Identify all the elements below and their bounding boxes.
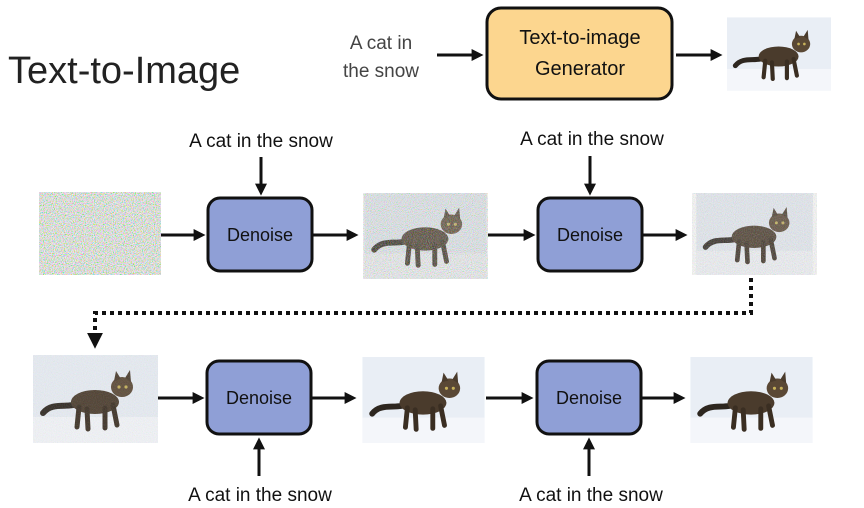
cleaner-cat-image: [362, 357, 484, 443]
noisy-cat-image-light: [33, 355, 158, 443]
generator-label-line2: Generator: [535, 58, 625, 80]
generator-label-line1: Text-to-image: [519, 27, 640, 49]
dotted-continuation-arrow: [87, 278, 753, 349]
page-title: Text-to-Image: [8, 50, 240, 92]
denoise-label-3: Denoise: [226, 388, 292, 408]
denoise-label-2: Denoise: [557, 225, 623, 245]
row2-prompt-b: A cat in the snow: [519, 485, 663, 506]
row1-prompt-a: A cat in the snow: [189, 131, 333, 152]
row1-prompt-b: A cat in the snow: [520, 129, 664, 150]
noisy-cat-image-heavy: [363, 193, 488, 279]
top-prompt-line2: the snow: [343, 61, 419, 82]
pure-noise-image: [39, 192, 161, 275]
denoise-label-1: Denoise: [227, 225, 293, 245]
generator-box: [485, 6, 674, 101]
top-prompt-line1: A cat in: [350, 33, 412, 54]
final-cat-image: [690, 357, 812, 443]
noisy-cat-image-medium: [692, 193, 817, 275]
output-cat-image: [727, 17, 831, 90]
row2-prompt-a: A cat in the snow: [188, 485, 332, 506]
denoise-label-4: Denoise: [556, 388, 622, 408]
